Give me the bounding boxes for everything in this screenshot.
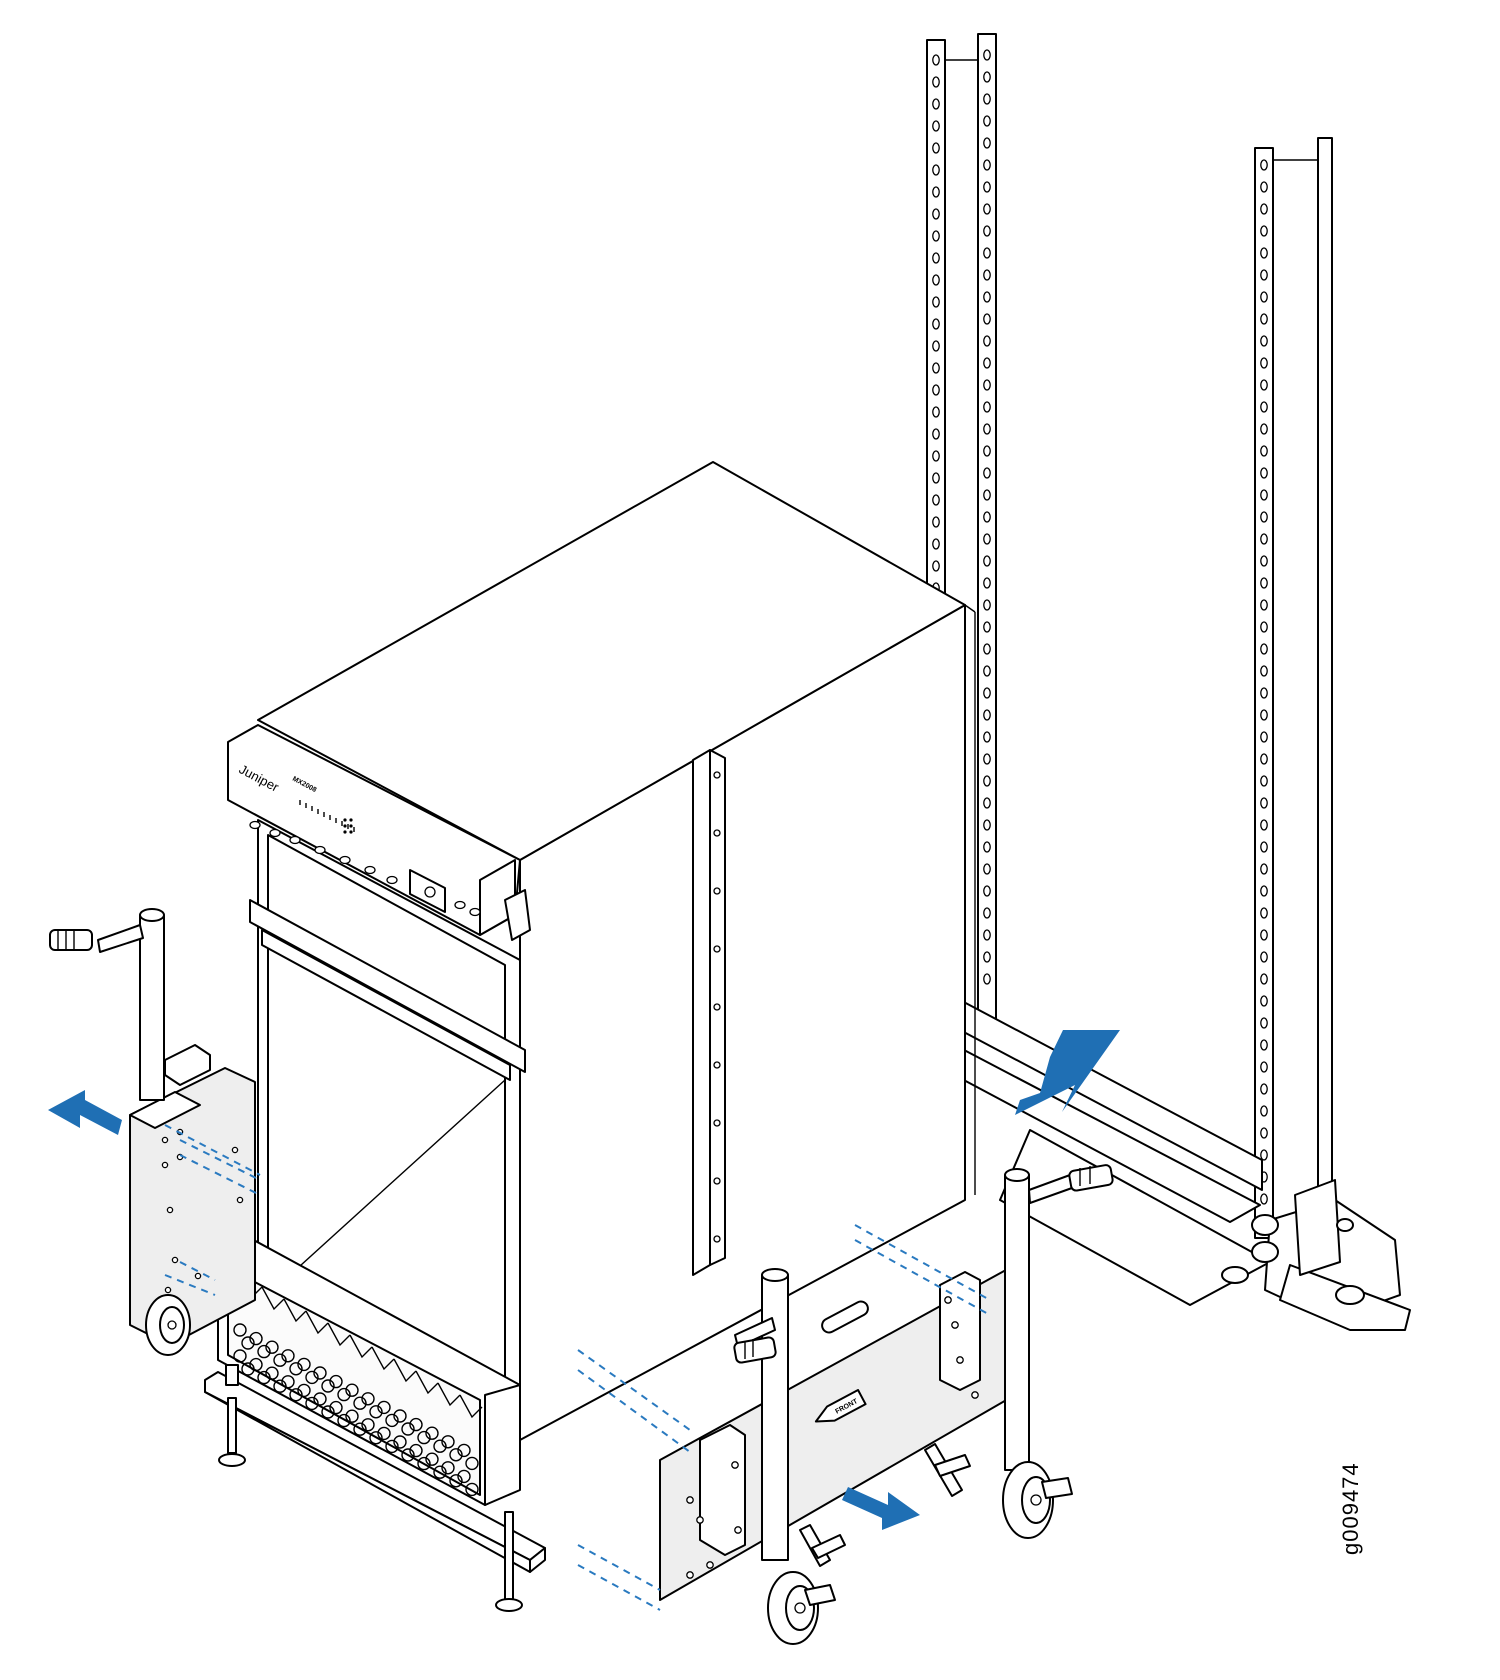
alignment-lines (164, 1124, 991, 1611)
lift-bracket-right: FRONT (659, 1164, 1114, 1645)
caster-wheel-icon (767, 1571, 836, 1645)
blue-arrow-icon (48, 1090, 122, 1135)
rack (926, 33, 1411, 1331)
figure-id: g009474 (1338, 1462, 1363, 1555)
blue-arrow-icon (842, 1487, 920, 1530)
rack-post-right (1254, 137, 1333, 1239)
clamp-lever-icon (799, 1443, 971, 1567)
crank-handle-icon (49, 929, 93, 951)
craft-interface-panel: Juniper MX2008 (227, 724, 531, 941)
hex-bolt-icon (1221, 1214, 1365, 1305)
blue-arrow-icon (1015, 1030, 1120, 1115)
caster-wheel-icon (145, 1294, 191, 1356)
lift-bracket-left (49, 908, 256, 1356)
fan-tray (217, 1237, 521, 1506)
chassis-base-plate (204, 1364, 546, 1612)
caster-wheel-icon (1002, 1461, 1073, 1539)
mounting-rail (692, 749, 711, 1276)
router-chassis: Juniper MX2008 (204, 461, 976, 1612)
crank-handle-icon (733, 1336, 777, 1364)
crank-handle-icon (1068, 1164, 1114, 1192)
